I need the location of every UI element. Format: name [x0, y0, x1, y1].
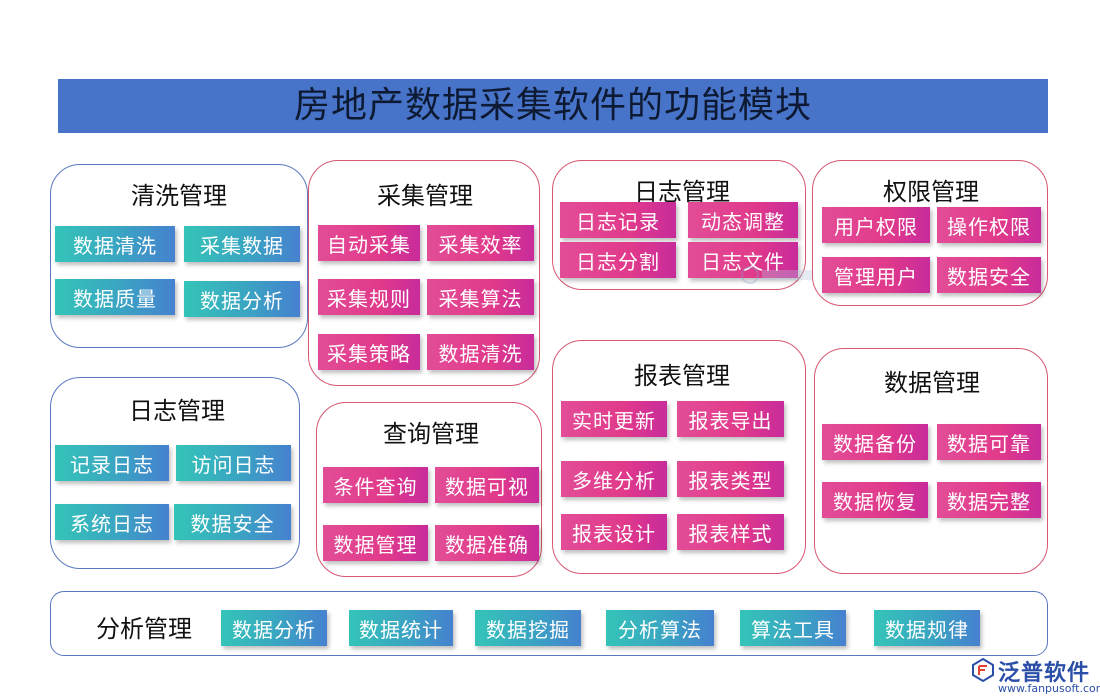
module-conditional-query[interactable]: 条件查询	[323, 467, 428, 503]
module-data-statistics[interactable]: 数据统计	[349, 610, 453, 646]
module-data-quality[interactable]: 数据质量	[55, 279, 175, 315]
module-data-reliable[interactable]: 数据可靠	[937, 424, 1041, 460]
module-collect-rules[interactable]: 采集规则	[318, 279, 420, 315]
watermark-logo-icon	[741, 266, 814, 284]
module-data-patterns[interactable]: 数据规律	[874, 610, 980, 646]
module-multidim-analysis[interactable]: 多维分析	[561, 461, 667, 497]
panel-cleaning-title: 清洗管理	[131, 182, 227, 210]
brand-name: 泛普软件	[998, 661, 1091, 686]
module-operation-permission[interactable]: 操作权限	[937, 207, 1041, 243]
module-analysis-data[interactable]: 数据分析	[221, 610, 327, 646]
module-realtime-update[interactable]: 实时更新	[561, 401, 667, 437]
module-collect-strategy[interactable]: 采集策略	[318, 334, 420, 370]
panel-permission-title: 权限管理	[883, 178, 979, 206]
module-data-integrity[interactable]: 数据完整	[937, 482, 1041, 518]
module-log-data-security[interactable]: 数据安全	[174, 504, 291, 540]
module-access-log[interactable]: 访问日志	[176, 445, 291, 481]
module-log-record[interactable]: 日志记录	[560, 202, 676, 238]
module-data-cleaning[interactable]: 数据清洗	[55, 226, 175, 262]
module-report-export[interactable]: 报表导出	[677, 401, 784, 437]
module-log-split[interactable]: 日志分割	[560, 242, 676, 278]
module-collect-algorithm[interactable]: 采集算法	[427, 279, 534, 315]
module-collect-efficiency[interactable]: 采集效率	[427, 225, 534, 261]
module-collect-cleaning[interactable]: 数据清洗	[427, 334, 534, 370]
panel-data	[814, 348, 1048, 574]
module-report-style[interactable]: 报表样式	[677, 514, 784, 550]
fanpu-logo-icon	[972, 657, 994, 683]
module-data-management[interactable]: 数据管理	[323, 525, 428, 561]
brand-url: www.fanpusoft.com	[998, 682, 1100, 695]
brand-mark: 泛普软件 www.fanpusoft.com	[968, 655, 1100, 695]
module-report-type[interactable]: 报表类型	[677, 461, 784, 497]
panel-log-left-title: 日志管理	[129, 397, 225, 425]
module-data-accuracy[interactable]: 数据准确	[435, 525, 539, 561]
module-log-file[interactable]: 日志文件	[688, 242, 798, 278]
module-data-security[interactable]: 数据安全	[937, 257, 1041, 293]
module-data-analysis[interactable]: 数据分析	[184, 281, 300, 317]
panel-log-top-title: 日志管理	[634, 178, 730, 206]
module-algorithm-tools[interactable]: 算法工具	[740, 610, 846, 646]
module-report-design[interactable]: 报表设计	[561, 514, 667, 550]
module-data-mining[interactable]: 数据挖掘	[475, 610, 581, 646]
module-system-log[interactable]: 系统日志	[55, 504, 169, 540]
module-data-backup[interactable]: 数据备份	[822, 424, 928, 460]
module-manage-users[interactable]: 管理用户	[822, 257, 930, 293]
module-record-log[interactable]: 记录日志	[55, 445, 169, 481]
panel-collection-title: 采集管理	[377, 182, 473, 210]
panel-query-title: 查询管理	[383, 420, 479, 448]
panel-data-title: 数据管理	[884, 369, 980, 397]
module-data-visualization[interactable]: 数据可视	[435, 467, 539, 503]
module-collect-data[interactable]: 采集数据	[184, 226, 300, 262]
module-data-recovery[interactable]: 数据恢复	[822, 482, 928, 518]
module-analysis-algorithm[interactable]: 分析算法	[606, 610, 714, 646]
module-auto-collect[interactable]: 自动采集	[318, 225, 420, 261]
module-user-permission[interactable]: 用户权限	[822, 207, 930, 243]
module-dynamic-adjust[interactable]: 动态调整	[688, 202, 798, 238]
page-title: 房地产数据采集软件的功能模块	[58, 79, 1048, 133]
panel-analysis-title: 分析管理	[96, 615, 192, 643]
panel-report-title: 报表管理	[634, 362, 730, 390]
